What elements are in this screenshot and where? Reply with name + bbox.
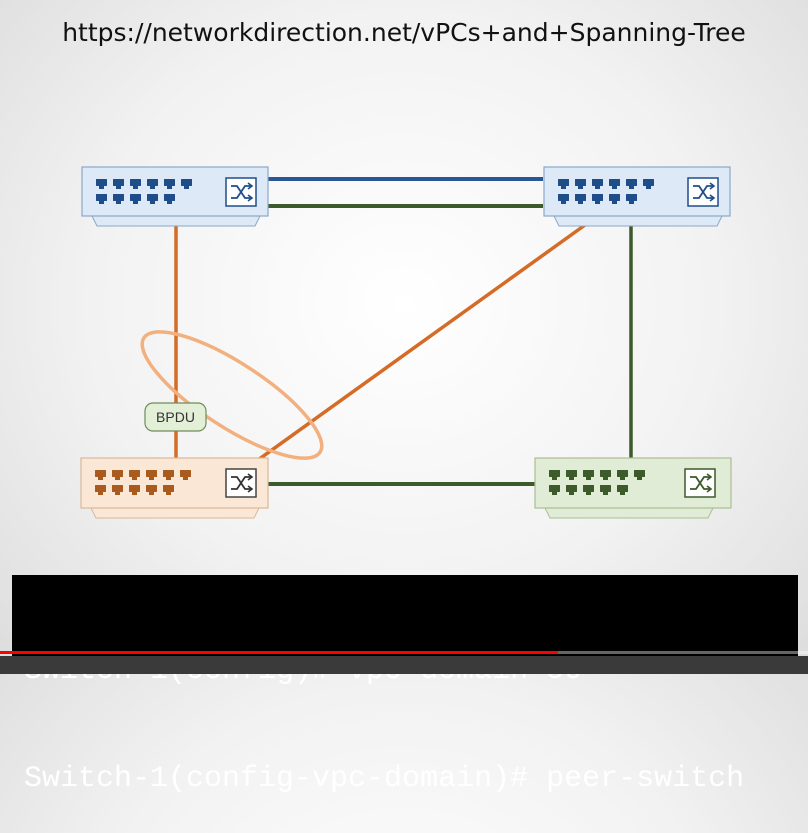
- switch-bottom-left: [80, 457, 269, 519]
- bpdu-badge: BPDU: [144, 402, 207, 432]
- link-diagonal-orange: [242, 223, 587, 472]
- crossed-arrows-icon: [687, 177, 719, 207]
- switch-top-left: [81, 166, 269, 227]
- video-controls-bar: [0, 656, 808, 674]
- crossed-arrows-icon: [225, 177, 257, 207]
- vpc-ellipse: [140, 330, 324, 460]
- cli-line-2: Switch-1(config-vpc-domain)# peer-switch: [24, 762, 745, 796]
- network-diagram: BPDU: [80, 166, 732, 519]
- crossed-arrows-icon: [225, 468, 257, 498]
- video-progress-fill: [0, 651, 558, 654]
- cli-terminal: Switch-1(config)# vpc domain 50 Switch-1…: [12, 575, 798, 796]
- switch-bottom-right: [534, 457, 732, 519]
- page-title: https://networkdirection.net/vPCs+and+Sp…: [62, 18, 746, 47]
- bpdu-label: BPDU: [156, 409, 195, 425]
- crossed-arrows-icon: [684, 468, 716, 498]
- switch-top-right: [543, 166, 731, 227]
- video-progress-bar[interactable]: [0, 651, 808, 654]
